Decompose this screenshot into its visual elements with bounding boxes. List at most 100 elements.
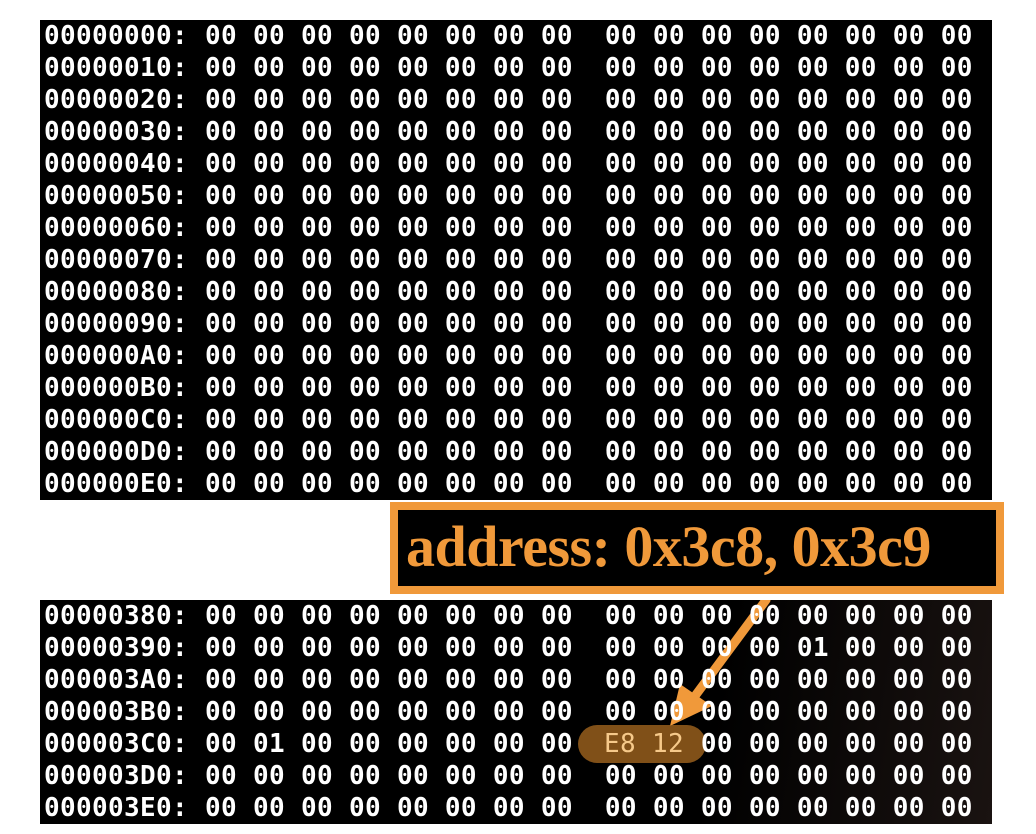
hex-byte: 00 [652, 21, 685, 51]
hex-byte: 01 [252, 729, 285, 759]
hex-byte: 00 [940, 53, 973, 83]
hex-byte: 00 [652, 277, 685, 307]
hex-byte: 00 [892, 341, 925, 371]
hex-byte: 00 [252, 53, 285, 83]
hex-byte: 00 [892, 85, 925, 115]
hex-byte: 00 [844, 117, 877, 147]
hex-byte: 00 [748, 21, 781, 51]
row-address: 00000020: [44, 85, 189, 115]
hex-byte: 00 [348, 85, 381, 115]
hex-byte: 00 [796, 405, 829, 435]
hex-byte: 00 [844, 697, 877, 727]
hex-byte: 00 [540, 469, 573, 499]
hex-byte: 00 [652, 245, 685, 275]
hex-byte: 00 [748, 53, 781, 83]
hex-byte: 00 [396, 21, 429, 51]
hex-byte: 00 [396, 213, 429, 243]
hex-byte: 00 [748, 729, 781, 759]
hex-byte: 00 [892, 469, 925, 499]
hex-byte: 00 [348, 149, 381, 179]
hex-byte: 00 [300, 277, 333, 307]
hex-byte: 00 [796, 373, 829, 403]
hex-byte: 00 [796, 117, 829, 147]
hex-byte: 00 [604, 341, 637, 371]
hex-byte: 00 [492, 53, 525, 83]
hex-byte: 00 [396, 53, 429, 83]
hex-byte: 00 [700, 437, 733, 467]
hex-byte: 00 [348, 21, 381, 51]
hex-byte: 00 [396, 277, 429, 307]
hex-byte: 00 [540, 53, 573, 83]
hex-byte: 00 [540, 729, 573, 759]
hex-byte: 00 [892, 633, 925, 663]
hex-byte: 00 [652, 601, 685, 631]
row-address: 00000000: [44, 21, 189, 51]
hex-byte: 00 [492, 213, 525, 243]
hex-byte: 00 [396, 85, 429, 115]
hex-byte: 00 [540, 85, 573, 115]
hex-byte: 00 [444, 761, 477, 791]
hex-byte: 00 [205, 21, 238, 51]
hex-byte: 00 [748, 793, 781, 823]
hex-byte: 00 [844, 437, 877, 467]
hex-byte: 00 [205, 793, 238, 823]
hex-byte: 00 [396, 405, 429, 435]
hex-byte: 00 [604, 149, 637, 179]
hex-byte: 00 [348, 469, 381, 499]
hex-byte: 00 [700, 309, 733, 339]
hex-byte: 00 [300, 633, 333, 663]
address-callout: address: 0x3c8, 0x3c9 [390, 502, 1004, 594]
hex-byte: 00 [940, 601, 973, 631]
hex-byte: 00 [748, 245, 781, 275]
hex-byte: 00 [205, 437, 238, 467]
hex-byte: 00 [892, 697, 925, 727]
row-address: 00000380: [44, 601, 189, 631]
hex-byte: 00 [444, 665, 477, 695]
arrow-icon [670, 600, 771, 726]
hex-byte: 00 [348, 405, 381, 435]
highlight-bytes: E8 12 [604, 729, 685, 759]
row-address: 000003C0: [44, 729, 189, 759]
hex-byte: 00 [748, 437, 781, 467]
row-address: 00000030: [44, 117, 189, 147]
hex-byte: 00 [540, 373, 573, 403]
hex-byte: 00 [700, 181, 733, 211]
hex-byte: 00 [652, 437, 685, 467]
hex-byte: 00 [652, 213, 685, 243]
row-address: 00000060: [44, 213, 189, 243]
hex-byte: 00 [252, 469, 285, 499]
hex-byte: 00 [492, 697, 525, 727]
hex-byte: 00 [652, 633, 685, 663]
row-address: 000003A0: [44, 665, 189, 695]
hex-byte: 00 [940, 665, 973, 695]
hex-byte: 00 [300, 309, 333, 339]
hex-byte: 00 [444, 405, 477, 435]
hex-byte: 00 [940, 245, 973, 275]
hex-byte: 00 [396, 437, 429, 467]
hex-byte: 00 [700, 21, 733, 51]
hex-byte: 00 [700, 341, 733, 371]
hex-byte: 00 [652, 761, 685, 791]
hex-byte: 00 [252, 181, 285, 211]
hex-byte: 00 [700, 633, 733, 663]
hex-byte: 00 [205, 405, 238, 435]
hex-byte: 00 [205, 213, 238, 243]
hex-byte: 00 [300, 53, 333, 83]
hex-byte: 00 [205, 149, 238, 179]
hex-byte: 00 [396, 761, 429, 791]
hex-byte: 00 [700, 213, 733, 243]
hex-byte: 01 [796, 633, 829, 663]
hex-byte: 00 [492, 469, 525, 499]
hex-byte: 00 [940, 405, 973, 435]
hex-byte: 00 [252, 665, 285, 695]
hex-byte: 00 [540, 21, 573, 51]
hex-byte: 00 [748, 761, 781, 791]
